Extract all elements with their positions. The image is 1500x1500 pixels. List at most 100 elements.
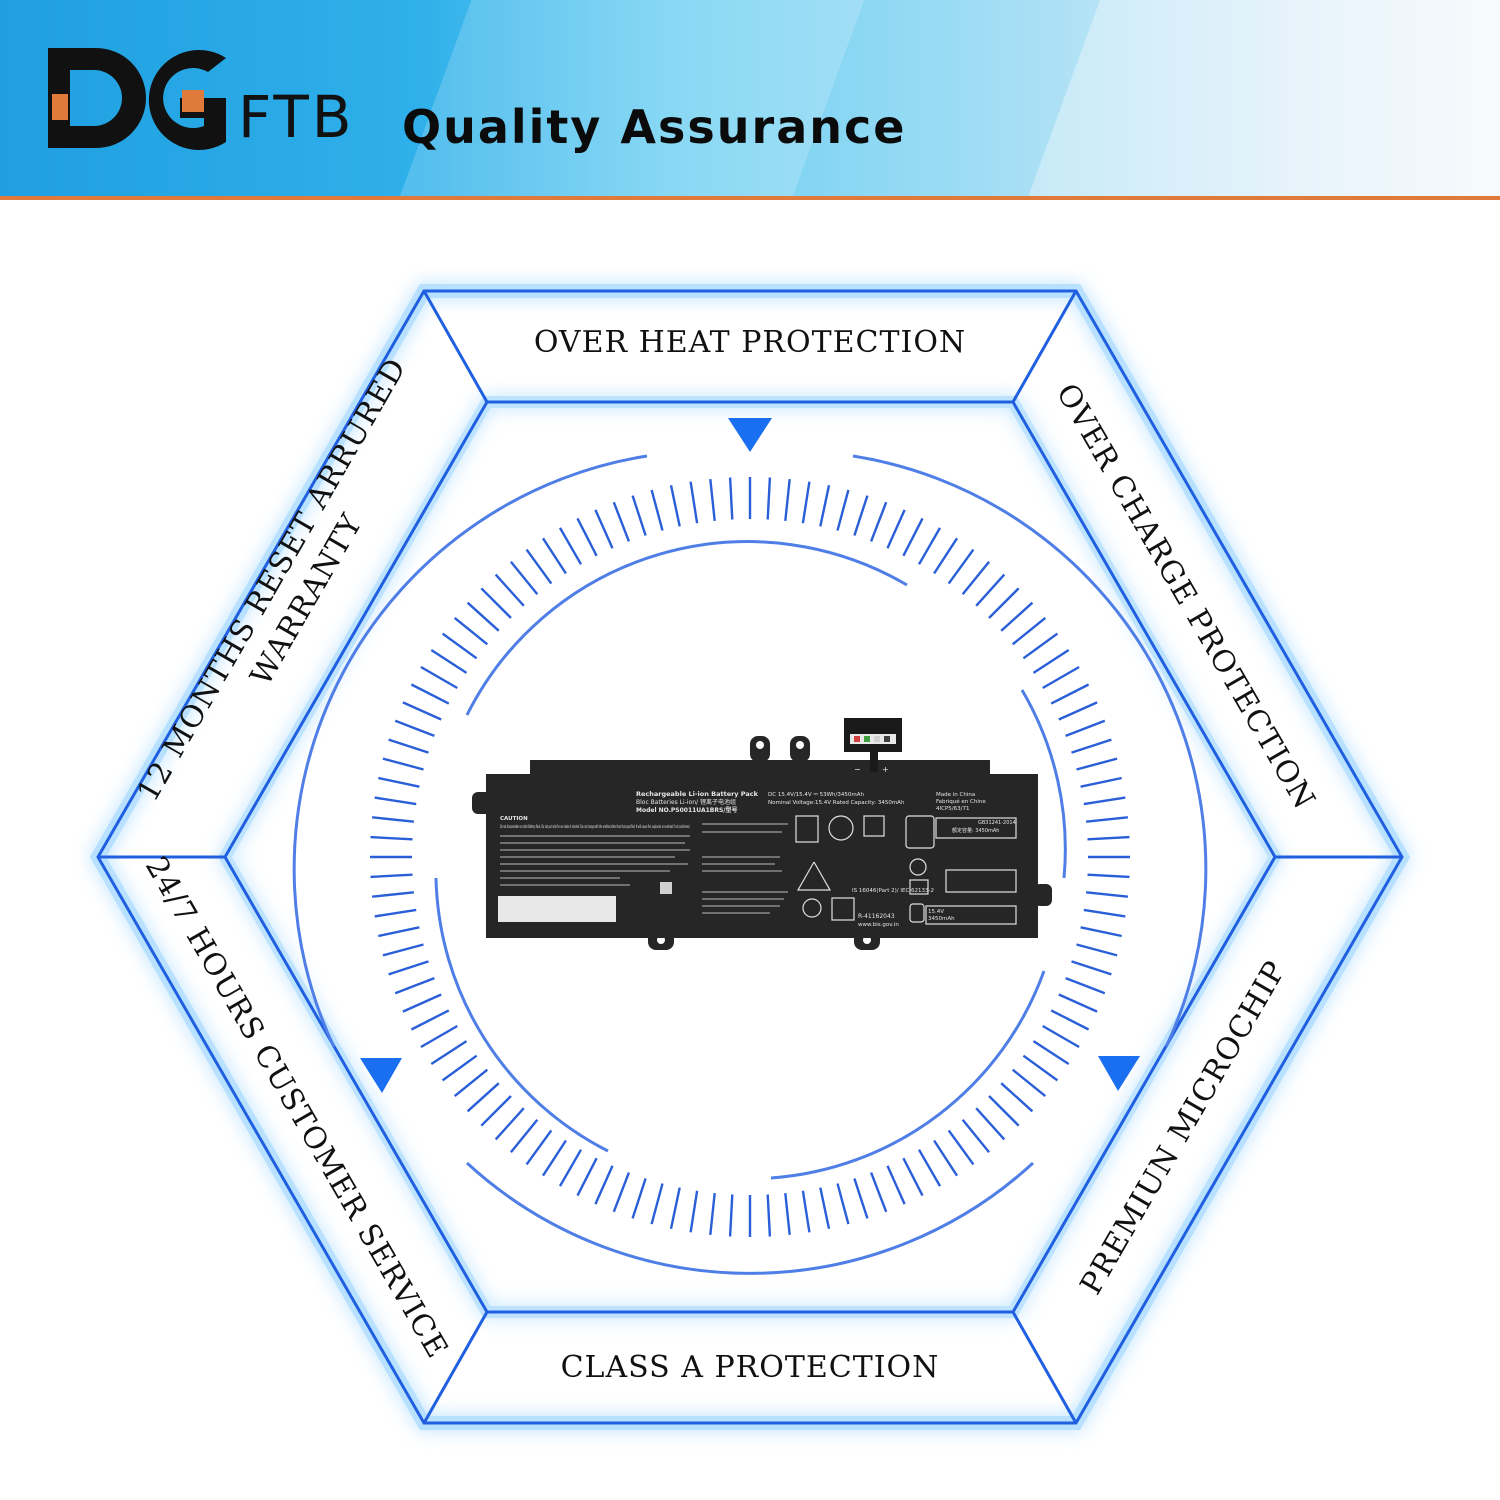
ring-tick xyxy=(784,478,791,522)
label-ps-capacity: 3450mAh xyxy=(928,916,955,922)
ring-tick xyxy=(480,587,512,619)
ring-tick xyxy=(509,1118,539,1154)
ring-tick xyxy=(612,1172,631,1213)
ring-tick xyxy=(689,481,699,524)
hexagon-connectors xyxy=(98,290,1402,1424)
feature-label-top: OVER HEAT PROTECTION xyxy=(533,325,967,360)
ring-tick xyxy=(1042,1024,1080,1049)
label-caution-text: Do not disassemble nor alter Battery Pac… xyxy=(500,824,690,829)
ring-tick xyxy=(631,1178,647,1219)
svg-text:+: + xyxy=(882,765,889,774)
ring-tick xyxy=(576,517,598,557)
label-title: Rechargeable Li-ion Battery Pack xyxy=(636,790,759,798)
ring-tick xyxy=(801,1190,811,1233)
ring-tick xyxy=(988,1095,1020,1127)
label-caution-title: CAUTION xyxy=(500,816,528,822)
label-origin: Made in China xyxy=(936,792,975,798)
ring-tick xyxy=(420,665,458,690)
logo-d-shape xyxy=(48,48,146,148)
ring-tick xyxy=(988,587,1020,619)
outer-arc-3 xyxy=(292,454,648,1048)
ring-tick xyxy=(378,926,420,938)
label-origin-fr: Fabriqué en Chine xyxy=(936,798,986,805)
ring-tick xyxy=(933,1139,959,1177)
tick-ring xyxy=(370,477,1130,1237)
header-banner: FTB Quality Assurance xyxy=(0,0,1500,196)
ring-tick xyxy=(388,960,429,976)
label-cells: 4ICP5/63/71 xyxy=(936,806,969,812)
ring-tick xyxy=(525,1129,553,1166)
ring-tick xyxy=(766,477,772,520)
ring-tick xyxy=(669,485,681,527)
label-nominal: Nominal Voltage:15.4V Rated Capacity: 34… xyxy=(768,800,905,806)
ring-tick xyxy=(394,976,435,995)
ring-tick xyxy=(370,835,413,841)
ring-tick xyxy=(933,537,959,575)
ring-tick xyxy=(669,1187,681,1229)
ring-tick xyxy=(853,495,869,536)
ring-tick xyxy=(402,701,442,721)
ring-tick xyxy=(886,1165,906,1205)
ring-tick xyxy=(766,1194,772,1237)
ring-tick xyxy=(541,1139,567,1177)
ring-tick xyxy=(836,1183,850,1225)
ring-tick xyxy=(836,489,850,531)
ring-tick xyxy=(961,1118,991,1154)
label-qr-code xyxy=(660,882,672,894)
ring-tick xyxy=(594,1165,614,1205)
ring-tick xyxy=(819,485,831,527)
logo-d-orange-square xyxy=(52,94,68,120)
ring-tick xyxy=(1087,873,1130,879)
header-light-band xyxy=(0,0,1500,196)
ring-tick xyxy=(378,776,420,788)
ring-tick xyxy=(917,527,942,565)
ring-tick xyxy=(1085,816,1129,823)
ring-tick xyxy=(374,796,417,806)
label-rating: DC 15.4V/15.4V ⎓ 53Wh/3450mAh xyxy=(768,792,864,798)
header-accent-rule xyxy=(0,196,1500,200)
ring-tick xyxy=(1085,891,1129,898)
outer-arcs xyxy=(292,454,1208,1275)
ring-tick xyxy=(975,573,1006,607)
ring-tick xyxy=(1058,993,1098,1013)
ring-tick xyxy=(961,560,991,596)
inner-arc-1 xyxy=(465,540,908,716)
ring-tick xyxy=(1011,616,1047,646)
ring-tick xyxy=(1071,960,1112,976)
ring-tick xyxy=(394,719,435,738)
ring-tick xyxy=(1022,632,1059,660)
ring-tick xyxy=(576,1157,598,1197)
ring-tick xyxy=(689,1190,699,1233)
battery-label: Rechargeable Li-ion Battery Pack Bloc Ba… xyxy=(500,790,1016,928)
connector-bottom-left xyxy=(422,1311,489,1424)
ring-tick xyxy=(430,648,468,674)
ring-tick xyxy=(525,548,553,585)
ring-tick xyxy=(402,993,442,1013)
inner-arc-4 xyxy=(434,877,609,1153)
arrow-down-left xyxy=(360,1058,402,1093)
ring-tick xyxy=(801,481,811,524)
logo-g-orange-square xyxy=(182,90,204,112)
ring-tick xyxy=(430,1040,468,1066)
ring-tick xyxy=(1076,943,1118,957)
ring-tick xyxy=(1080,776,1122,788)
ring-tick xyxy=(494,573,525,607)
ring-tick xyxy=(420,1024,458,1049)
ring-tick xyxy=(784,1192,791,1236)
inner-arc-2 xyxy=(1020,689,1067,879)
feature-label-bottom: CLASS A PROTECTION xyxy=(560,1350,940,1385)
outer-arc-2 xyxy=(465,1161,1035,1275)
ring-tick xyxy=(650,489,664,531)
label-icons xyxy=(795,815,1017,925)
ring-tick xyxy=(494,1107,525,1141)
label-subtitle: Bloc Batteries Li-ion/ 锂离子电池组 xyxy=(636,798,736,806)
ring-tick xyxy=(728,477,734,520)
label-capacity-cn: 额定容量: 3450mAh xyxy=(952,827,999,834)
ring-tick xyxy=(853,1178,869,1219)
ring-tick xyxy=(869,501,888,542)
ring-tick xyxy=(1042,665,1080,690)
label-standard: GB31241-2014 xyxy=(978,820,1016,826)
ring-tick xyxy=(453,1068,489,1098)
connector-top-right xyxy=(1011,290,1078,403)
